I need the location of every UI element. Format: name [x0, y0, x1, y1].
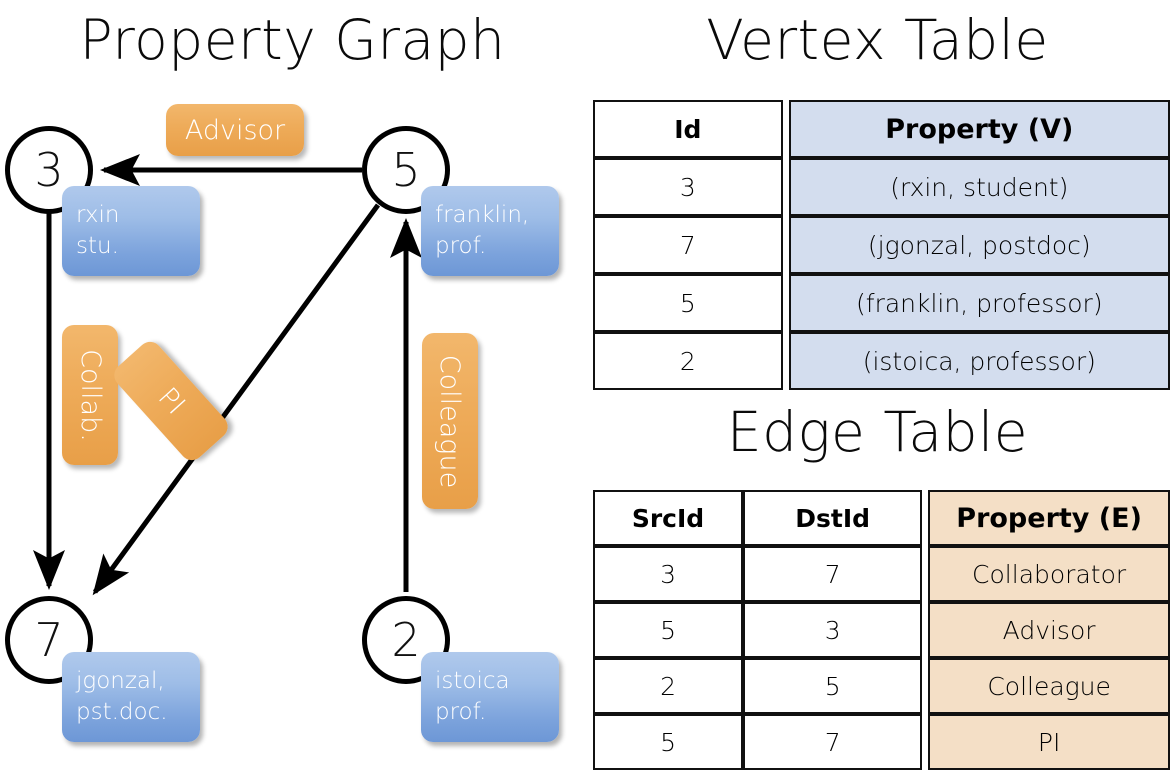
- graph-node-5-label: 5: [391, 143, 421, 197]
- edge-table-cell-property: Collaborator: [928, 546, 1170, 602]
- graph-node-2[interactable]: 2: [362, 596, 450, 684]
- vertex-table-cell-property: (istoica, professor): [788, 332, 1170, 390]
- edge-table-cell-property: PI: [928, 714, 1170, 770]
- graph-edges-layer: [33, 154, 422, 596]
- vertex-table-header-id: Id: [593, 100, 783, 158]
- table-row[interactable]: 2 5 Colleague: [593, 658, 1170, 714]
- edge-table-header-dstid: DstId: [743, 490, 923, 546]
- vertex-property-box-jgonzal-line1: jgonzal,: [76, 668, 165, 694]
- edge-table-cell-dstid: 5: [743, 658, 923, 714]
- graph-node-3-label: 3: [34, 143, 64, 197]
- vertex-property-box-jgonzal-line2: pst.doc.: [76, 699, 168, 725]
- edge-table-cell-srcid: 5: [593, 602, 744, 658]
- edge-table-cell-dstid: 7: [743, 546, 923, 602]
- vertex-property-box-istoica-line2: prof.: [435, 699, 487, 725]
- vertex-table-container: Id Property (V) 3 (rxin, student) 7 (jgo…: [593, 100, 1170, 390]
- vertex-table-cell-id: 5: [593, 274, 783, 332]
- vertex-property-box-istoica-line1: istoica: [435, 668, 510, 694]
- edge-table-cell-dstid: 3: [743, 602, 923, 658]
- vertex-property-box-rxin[interactable]: rxin stu.: [62, 186, 200, 276]
- property-graph-canvas: 3 5 7 2 rxin stu. franklin, prof. jgonza…: [0, 0, 585, 760]
- graph-node-2-label: 2: [391, 613, 421, 667]
- table-row[interactable]: 7 (jgonzal, postdoc): [593, 216, 1170, 274]
- vertex-table-header-row: Id Property (V): [593, 100, 1170, 158]
- edge-property-box-collab-label: Collab.: [74, 348, 106, 442]
- vertex-table-cell-property: (franklin, professor): [788, 274, 1170, 332]
- vertex-table-cell-property: (rxin, student): [788, 158, 1170, 216]
- table-row[interactable]: 2 (istoica, professor): [593, 332, 1170, 390]
- edge-table: SrcId DstId Property (E) 3 7 Collaborato…: [593, 490, 1170, 770]
- vertex-property-box-franklin-line1: franklin,: [435, 202, 530, 228]
- table-row[interactable]: 5 (franklin, professor): [593, 274, 1170, 332]
- vertex-property-box-rxin-line2: stu.: [76, 233, 119, 259]
- table-row[interactable]: 5 7 PI: [593, 714, 1170, 770]
- vertex-table-cell-id: 2: [593, 332, 783, 390]
- edge-pi-5-to-7: [92, 203, 381, 596]
- edge-table-header-property: Property (E): [928, 490, 1170, 546]
- vertex-table-header-property: Property (V): [788, 100, 1170, 158]
- edge-table-cell-property: Advisor: [928, 602, 1170, 658]
- table-row[interactable]: 3 7 Collaborator: [593, 546, 1170, 602]
- edge-table-cell-srcid: 2: [593, 658, 744, 714]
- edge-property-box-collab[interactable]: Collab.: [62, 325, 118, 465]
- table-row[interactable]: 3 (rxin, student): [593, 158, 1170, 216]
- vertex-table: Id Property (V) 3 (rxin, student) 7 (jgo…: [593, 100, 1170, 390]
- vertex-property-box-franklin-line2: prof.: [435, 233, 487, 259]
- graph-node-7-label: 7: [34, 613, 64, 667]
- edge-table-cell-dstid: 7: [743, 714, 923, 770]
- graph-node-5[interactable]: 5: [362, 126, 450, 214]
- vertex-property-box-franklin[interactable]: franklin, prof.: [421, 186, 559, 276]
- vertex-property-box-rxin-line1: rxin: [76, 202, 120, 228]
- vertex-table-cell-id: 3: [593, 158, 783, 216]
- page-title-edge-table: Edge Table: [726, 400, 1029, 464]
- edge-table-cell-property: Colleague: [928, 658, 1170, 714]
- page-title-vertex-table: Vertex Table: [706, 8, 1049, 72]
- edge-table-header-srcid: SrcId: [593, 490, 744, 546]
- table-row[interactable]: 5 3 Advisor: [593, 602, 1170, 658]
- page-title-property-graph: Property Graph: [79, 8, 506, 72]
- edge-property-box-pi-label: PI: [151, 381, 191, 421]
- edge-table-container: SrcId DstId Property (E) 3 7 Collaborato…: [593, 490, 1170, 770]
- vertex-table-cell-id: 7: [593, 216, 783, 274]
- edge-property-box-colleague[interactable]: Colleague: [422, 333, 478, 509]
- vertex-property-box-jgonzal[interactable]: jgonzal, pst.doc.: [62, 652, 200, 742]
- edge-property-box-advisor-label: Advisor: [184, 114, 286, 146]
- edge-property-box-advisor[interactable]: Advisor: [166, 104, 304, 156]
- edge-table-cell-srcid: 5: [593, 714, 744, 770]
- edge-table-cell-srcid: 3: [593, 546, 744, 602]
- vertex-property-box-istoica[interactable]: istoica prof.: [421, 652, 559, 742]
- edge-table-header-row: SrcId DstId Property (E): [593, 490, 1170, 546]
- edge-property-box-colleague-label: Colleague: [434, 354, 466, 488]
- vertex-table-cell-property: (jgonzal, postdoc): [788, 216, 1170, 274]
